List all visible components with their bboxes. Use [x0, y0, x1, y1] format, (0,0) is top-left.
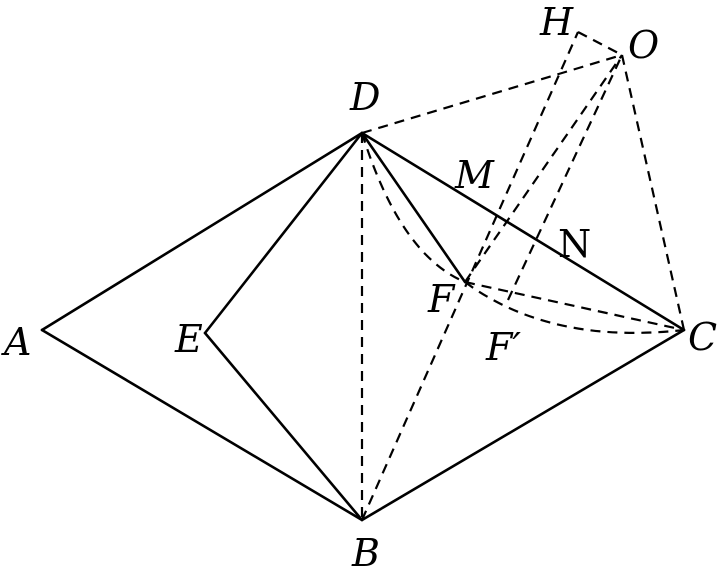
- label-N: N: [558, 222, 591, 266]
- arc-D-F: [360, 132, 466, 284]
- label-H: H: [539, 0, 574, 44]
- label-B: B: [351, 531, 380, 572]
- label-O: O: [628, 23, 659, 67]
- edge-FprimeO: [507, 54, 623, 301]
- label-A: A: [1, 320, 31, 364]
- edge-DO: [361, 53, 623, 135]
- edge-EB: [203, 331, 364, 522]
- label-C: C: [688, 315, 717, 359]
- label-E: E: [174, 317, 203, 361]
- label-F: F: [427, 277, 456, 321]
- edge-AD: [40, 131, 364, 332]
- edge-DC: [360, 131, 686, 332]
- edge-DE: [203, 131, 364, 335]
- label-F-prime: F′: [485, 325, 521, 369]
- solid-edges: [40, 131, 686, 522]
- arc-F-C: [464, 281, 685, 334]
- edge-HO: [577, 31, 623, 56]
- label-M: M: [454, 153, 495, 197]
- dashed-edges: [360, 31, 686, 521]
- edge-BC: [360, 328, 686, 522]
- edge-OC: [620, 54, 686, 331]
- label-D: D: [349, 75, 380, 119]
- edge-BH: [360, 31, 580, 521]
- edge-FO: [464, 54, 623, 283]
- edge-AB: [40, 328, 364, 522]
- edge-FC: [464, 280, 685, 332]
- edge-DF: [360, 131, 467, 284]
